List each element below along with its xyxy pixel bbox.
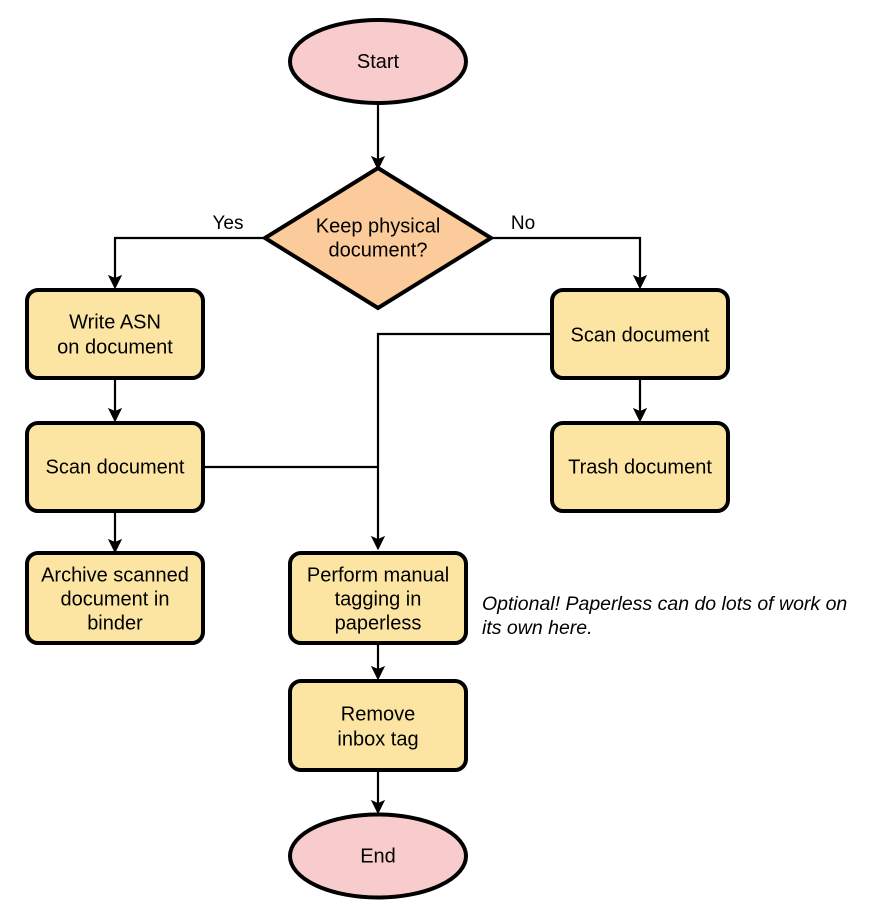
tagging-label-line3: paperless bbox=[335, 612, 422, 634]
remove-inbox-label-line2: inbox tag bbox=[337, 728, 418, 750]
edge-label-no: No bbox=[511, 213, 535, 234]
scan-document-right-label: Scan document bbox=[571, 324, 710, 346]
remove-inbox-label-line1: Remove bbox=[341, 703, 415, 725]
scan-document-right-box bbox=[550, 288, 730, 380]
node-scan-document-left[interactable]: Scan document bbox=[25, 421, 205, 513]
edge-label-yes: Yes bbox=[213, 213, 244, 234]
node-start[interactable]: Start bbox=[288, 18, 468, 105]
start-ellipse bbox=[288, 18, 468, 105]
node-scan-document-right[interactable]: Scan document bbox=[550, 288, 730, 380]
write-asn-label-line1: Write ASN bbox=[69, 311, 161, 333]
write-asn-box bbox=[25, 288, 205, 380]
archive-label-line2: document in bbox=[61, 588, 170, 610]
write-asn-label-line2: on document bbox=[57, 336, 173, 358]
edge-scan-right-to-tagging bbox=[370, 332, 552, 551]
node-remove-inbox-tag[interactable]: Remove inbox tag bbox=[288, 679, 468, 772]
trash-document-box bbox=[550, 421, 730, 513]
edge-decision-no-to-scan-right bbox=[491, 236, 648, 290]
scan-document-left-label: Scan document bbox=[46, 456, 185, 478]
tagging-box bbox=[288, 551, 468, 645]
end-label: End bbox=[360, 845, 396, 867]
edge-decision-yes-to-write-asn bbox=[107, 236, 265, 290]
node-trash-document[interactable]: Trash document bbox=[550, 421, 730, 513]
decision-label-line2: document? bbox=[329, 239, 428, 261]
trash-document-label: Trash document bbox=[568, 456, 712, 478]
tagging-label-line1: Perform manual bbox=[307, 564, 449, 586]
node-decision-keep-physical-document[interactable]: Keep physical document? bbox=[261, 165, 495, 311]
decision-diamond bbox=[261, 165, 495, 311]
optional-note-line2: its own here. bbox=[482, 617, 593, 639]
remove-inbox-box bbox=[288, 679, 468, 772]
archive-box bbox=[25, 551, 205, 645]
node-write-asn-on-document[interactable]: Write ASN on document bbox=[25, 288, 205, 380]
tagging-label-line2: tagging in bbox=[335, 588, 422, 610]
archive-label-line1: Archive scanned bbox=[41, 564, 189, 586]
scan-document-left-box bbox=[25, 421, 205, 513]
end-ellipse bbox=[288, 812, 468, 900]
archive-label-line3: binder bbox=[87, 612, 143, 634]
node-end[interactable]: End bbox=[288, 812, 468, 900]
start-label: Start bbox=[357, 51, 400, 73]
node-perform-manual-tagging[interactable]: Perform manual tagging in paperless bbox=[288, 551, 468, 645]
node-archive-scanned-document[interactable]: Archive scanned document in binder bbox=[25, 551, 205, 645]
optional-note-line1: Optional! Paperless can do lots of work … bbox=[482, 593, 847, 615]
decision-label-line1: Keep physical bbox=[316, 215, 441, 237]
